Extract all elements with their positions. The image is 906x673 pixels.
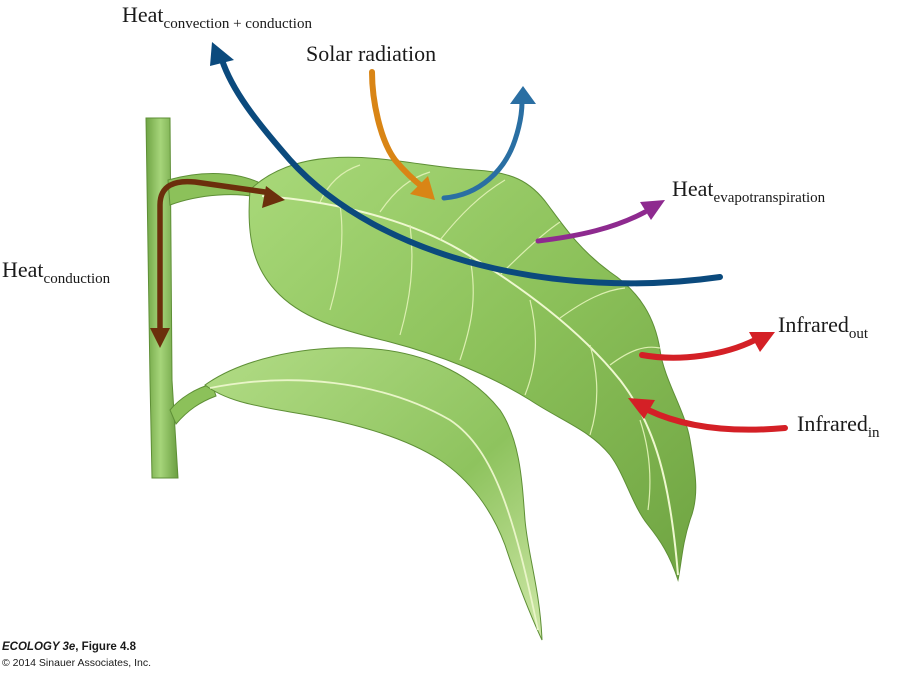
heat-conduction-sub: conduction bbox=[43, 271, 111, 287]
reflected-radiation-arrowhead bbox=[510, 86, 536, 104]
heat-conduction-main: Heat bbox=[2, 257, 44, 282]
lower-leaf bbox=[204, 347, 543, 641]
infrared-out-sub: out bbox=[848, 326, 869, 342]
heat-evapotranspiration-sub: evapotranspiration bbox=[713, 190, 826, 206]
heat-convection-main: Heat bbox=[122, 2, 164, 27]
solar-radiation-label: Solar radiation bbox=[306, 43, 436, 65]
figure-credit: ECOLOGY 3e, Figure 4.8 bbox=[2, 641, 136, 653]
infrared-in-arrow bbox=[645, 407, 788, 433]
heat-convection-arrow bbox=[219, 57, 723, 287]
upper-leaf-midrib bbox=[261, 195, 679, 576]
copyright-notice: © 2014 Sinauer Associates, Inc. bbox=[2, 657, 151, 669]
heat-conduction-arrowhead-leaf bbox=[262, 186, 285, 208]
heat-convection-conduction-label: Heatconvection + conduction bbox=[122, 4, 312, 32]
lower-leaf-midrib bbox=[209, 379, 539, 631]
heat-conduction-label: Heatconduction bbox=[2, 259, 110, 287]
lower-leaf-petiole bbox=[169, 383, 217, 425]
infrared-in-sub: in bbox=[867, 425, 880, 441]
heat-evapotranspiration-main: Heat bbox=[672, 176, 714, 201]
infrared-out-arrowhead bbox=[749, 332, 775, 352]
infrared-in-arrowhead bbox=[628, 398, 655, 419]
upper-leaf-veins bbox=[319, 164, 661, 511]
heat-evapotranspiration-label: Heatevapotranspiration bbox=[672, 178, 825, 206]
heat-convection-sub: convection + conduction bbox=[163, 16, 312, 32]
heat-convection-arrowhead bbox=[210, 42, 234, 66]
infrared-in-main: Infrared bbox=[797, 411, 868, 436]
infrared-out-arrow bbox=[639, 337, 758, 361]
solar-radiation-arrow bbox=[369, 69, 427, 191]
solar-radiation-text: Solar radiation bbox=[306, 41, 437, 66]
book-title: ECOLOGY 3e bbox=[2, 641, 76, 653]
infrared-out-label: Infraredout bbox=[778, 314, 868, 342]
heat-evapotranspiration-arrow bbox=[535, 209, 648, 244]
infrared-in-label: Infraredin bbox=[797, 413, 880, 441]
infrared-out-main: Infrared bbox=[778, 312, 849, 337]
heat-conduction-arrowhead-stem bbox=[150, 328, 170, 348]
upper-leaf bbox=[248, 156, 697, 582]
heat-conduction-arrow bbox=[157, 178, 268, 338]
solar-radiation-arrowhead bbox=[410, 176, 435, 200]
reflected-radiation-arrow bbox=[441, 99, 525, 201]
heat-evapotranspiration-arrowhead bbox=[640, 200, 665, 220]
figure-number: , Figure 4.8 bbox=[75, 641, 137, 653]
